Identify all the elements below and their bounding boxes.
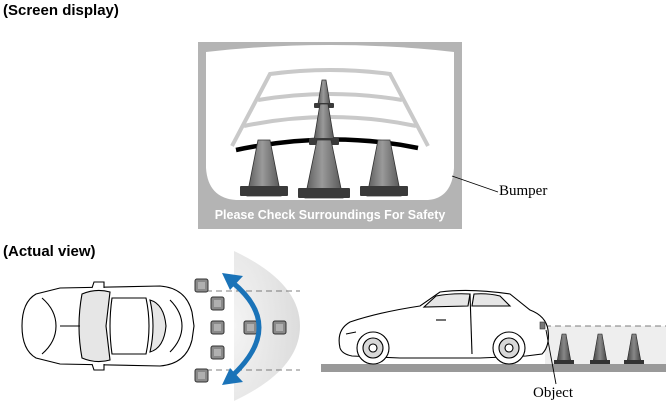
ground (321, 364, 666, 372)
object-leader-line (545, 329, 557, 385)
sensor-inner (198, 282, 283, 379)
cone-icon (240, 139, 288, 197)
cone-icon (298, 139, 350, 199)
bumper-leader-line (451, 175, 499, 193)
cone-icon (360, 139, 408, 197)
actual-view-heading: (Actual view) (3, 243, 96, 260)
double-headed-curved-arrow-icon (222, 273, 262, 385)
screen-display-heading: (Screen display) (3, 2, 119, 19)
actual-side-view (321, 289, 666, 372)
zone-dashed-lines (196, 290, 300, 371)
car-side-view (338, 289, 549, 365)
cone-icon (624, 333, 644, 364)
screen-display: Please Check Surroundings For Safety (198, 42, 462, 229)
car-top-view (21, 281, 195, 371)
cone-icon (590, 333, 610, 364)
actual-top-view (21, 251, 300, 401)
screen-warning-text: Please Check Surroundings For Safety (215, 208, 446, 222)
sensor-icon (539, 321, 546, 330)
bumper-label: Bumper (499, 183, 548, 199)
sensor-zone (234, 251, 300, 401)
cone-icon (554, 333, 574, 364)
object-label: Object (533, 385, 573, 401)
